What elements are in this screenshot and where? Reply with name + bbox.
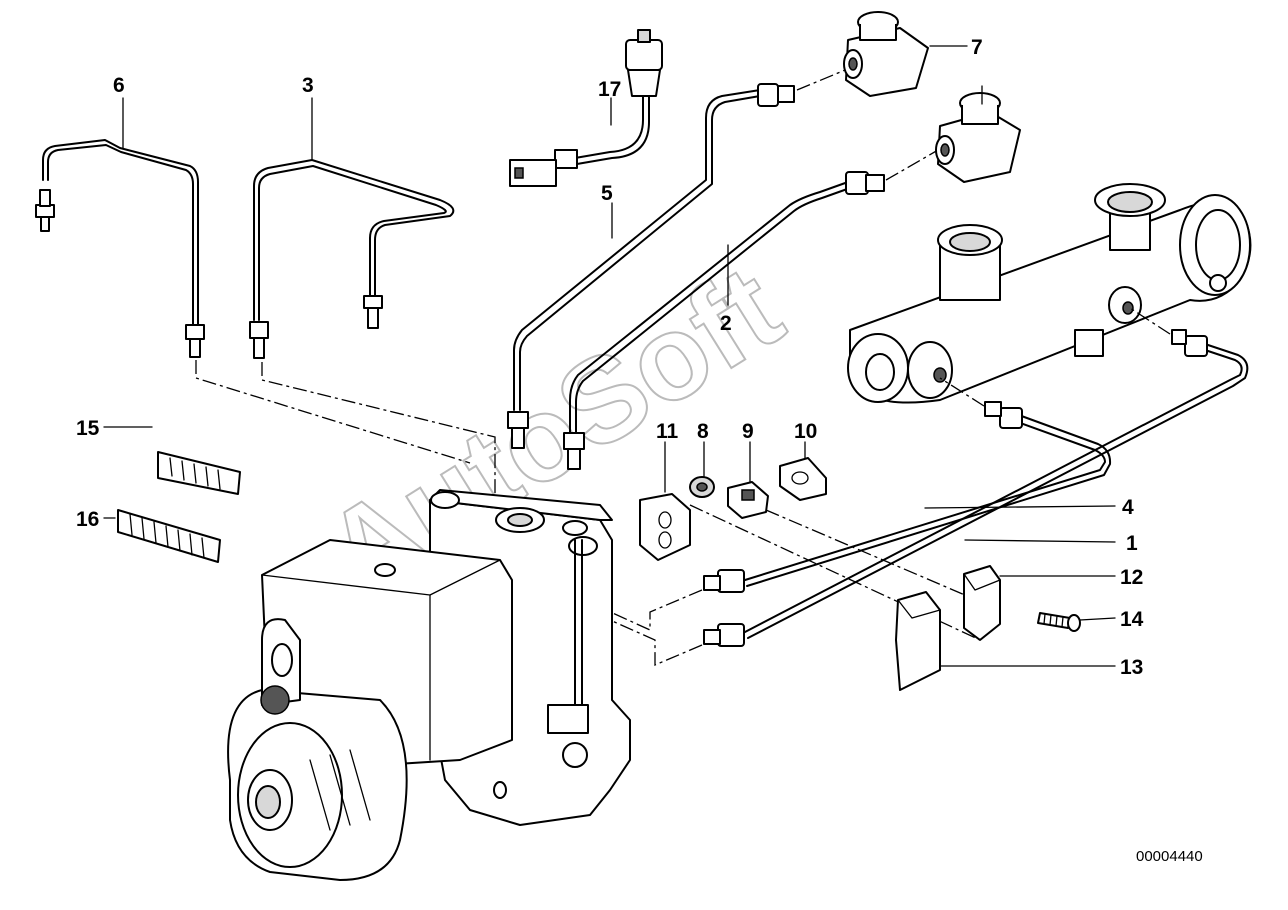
label-8: 8 <box>697 420 709 443</box>
brake-pipe-2 <box>563 149 939 470</box>
t-piece-lower <box>935 92 1021 183</box>
clip-15 <box>157 451 241 495</box>
label-6: 6 <box>113 74 125 97</box>
label-16: 16 <box>76 508 99 531</box>
label-9: 9 <box>742 420 754 443</box>
clip-11 <box>639 493 691 561</box>
clip-alignment-line-2 <box>765 509 1001 611</box>
leader-lines <box>103 45 1116 667</box>
brake-pipe-5 <box>507 67 851 449</box>
label-15: 15 <box>76 417 100 440</box>
pressure-switch-17 <box>509 29 663 187</box>
grommet-8 <box>689 476 715 498</box>
part-labels: 6 3 17 5 2 7 11 8 9 10 4 1 12 14 13 15 1… <box>76 36 1203 865</box>
master-cylinder <box>847 183 1252 404</box>
clip-alignment-line <box>689 504 981 641</box>
clip-10 <box>779 457 827 501</box>
t-piece-upper <box>843 11 929 97</box>
label-17: 17 <box>598 78 621 101</box>
bolt-14 <box>1037 612 1081 632</box>
diagram-code: 00004440 <box>1136 848 1203 865</box>
brake-pipe-6 <box>35 139 471 464</box>
bracket-12 <box>963 565 1001 641</box>
label-3: 3 <box>302 74 314 97</box>
brake-pipe-1 <box>609 307 1249 666</box>
clip-9 <box>727 481 769 519</box>
bracket-13 <box>895 591 941 691</box>
label-11: 11 <box>656 420 679 443</box>
label-5: 5 <box>601 182 613 205</box>
clip-16 <box>117 509 221 563</box>
label-12: 12 <box>1120 566 1143 589</box>
brake-pipe-3 <box>249 159 496 510</box>
label-2: 2 <box>720 312 732 335</box>
label-10: 10 <box>794 420 817 443</box>
label-1: 1 <box>1126 532 1138 555</box>
label-13: 13 <box>1120 656 1143 679</box>
label-4: 4 <box>1122 496 1134 519</box>
hydraulic-unit <box>227 489 631 881</box>
label-7: 7 <box>971 36 983 59</box>
label-14: 14 <box>1120 608 1144 631</box>
